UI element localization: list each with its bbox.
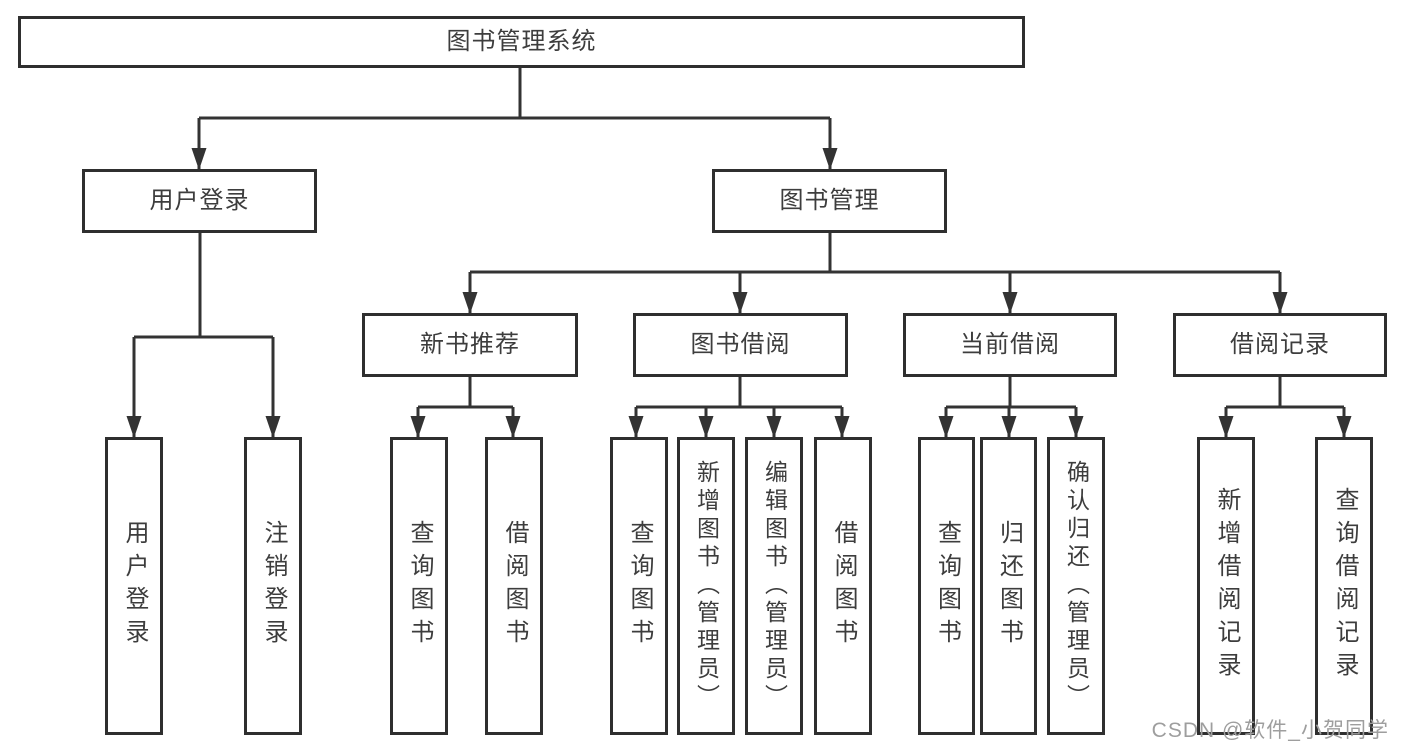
- node-leaf-bb-query-label: 查询图书: [626, 520, 653, 652]
- node-borrow-records: 借阅记录: [1173, 313, 1387, 377]
- node-user-login-label: 用户登录: [149, 187, 250, 214]
- node-system-root: 图书管理系统: [18, 16, 1025, 68]
- node-leaf-cb-query-label: 查询图书: [933, 520, 961, 652]
- node-leaf-bb-borrow-label: 借阅图书: [830, 520, 857, 652]
- node-book-borrow: 图书借阅: [633, 313, 848, 377]
- node-leaf-nb-borrow: 借阅图书: [485, 437, 543, 735]
- node-new-books: 新书推荐: [362, 313, 578, 377]
- node-leaf-logout-label: 注销登录: [260, 520, 287, 652]
- node-leaf-nb-borrow-label: 借阅图书: [501, 520, 528, 652]
- node-user-login: 用户登录: [82, 169, 317, 233]
- node-leaf-br-add: 新增借阅记录: [1197, 437, 1255, 735]
- node-leaf-nb-query: 查询图书: [390, 437, 448, 735]
- node-leaf-cb-return: 归还图书: [980, 437, 1037, 735]
- node-leaf-cb-confirm: 确认归还（管理员）: [1047, 437, 1105, 735]
- node-leaf-bb-add-label: 新增图书（管理员）: [693, 460, 720, 712]
- node-leaf-cb-confirm-label: 确认归还（管理员）: [1063, 460, 1090, 712]
- node-borrow-records-label: 借阅记录: [1230, 331, 1330, 358]
- node-leaf-user-login: 用户登录: [105, 437, 163, 735]
- node-leaf-bb-borrow: 借阅图书: [814, 437, 872, 735]
- node-book-borrow-label: 图书借阅: [690, 331, 791, 358]
- node-leaf-cb-query: 查询图书: [918, 437, 975, 735]
- node-leaf-bb-query: 查询图书: [610, 437, 668, 735]
- node-leaf-nb-query-label: 查询图书: [406, 520, 433, 652]
- node-leaf-br-add-label: 新增借阅记录: [1213, 487, 1240, 685]
- node-current-borrow-label: 当前借阅: [960, 331, 1060, 358]
- node-leaf-logout: 注销登录: [244, 437, 302, 735]
- node-leaf-bb-edit: 编辑图书（管理员）: [745, 437, 803, 735]
- node-book-mgmt-label: 图书管理: [779, 187, 880, 214]
- csdn-watermark: CSDN @软件_小贺同学: [1151, 719, 1389, 742]
- node-leaf-bb-edit-label: 编辑图书（管理员）: [761, 460, 788, 712]
- node-leaf-bb-add: 新增图书（管理员）: [677, 437, 735, 735]
- node-current-borrow: 当前借阅: [903, 313, 1117, 377]
- node-leaf-cb-return-label: 归还图书: [995, 520, 1023, 652]
- node-leaf-br-query-label: 查询借阅记录: [1331, 487, 1358, 685]
- node-book-mgmt: 图书管理: [712, 169, 947, 233]
- node-leaf-br-query: 查询借阅记录: [1315, 437, 1373, 735]
- node-leaf-user-login-label: 用户登录: [121, 520, 148, 652]
- node-new-books-label: 新书推荐: [420, 331, 520, 358]
- node-system-root-label: 图书管理系统: [446, 28, 597, 55]
